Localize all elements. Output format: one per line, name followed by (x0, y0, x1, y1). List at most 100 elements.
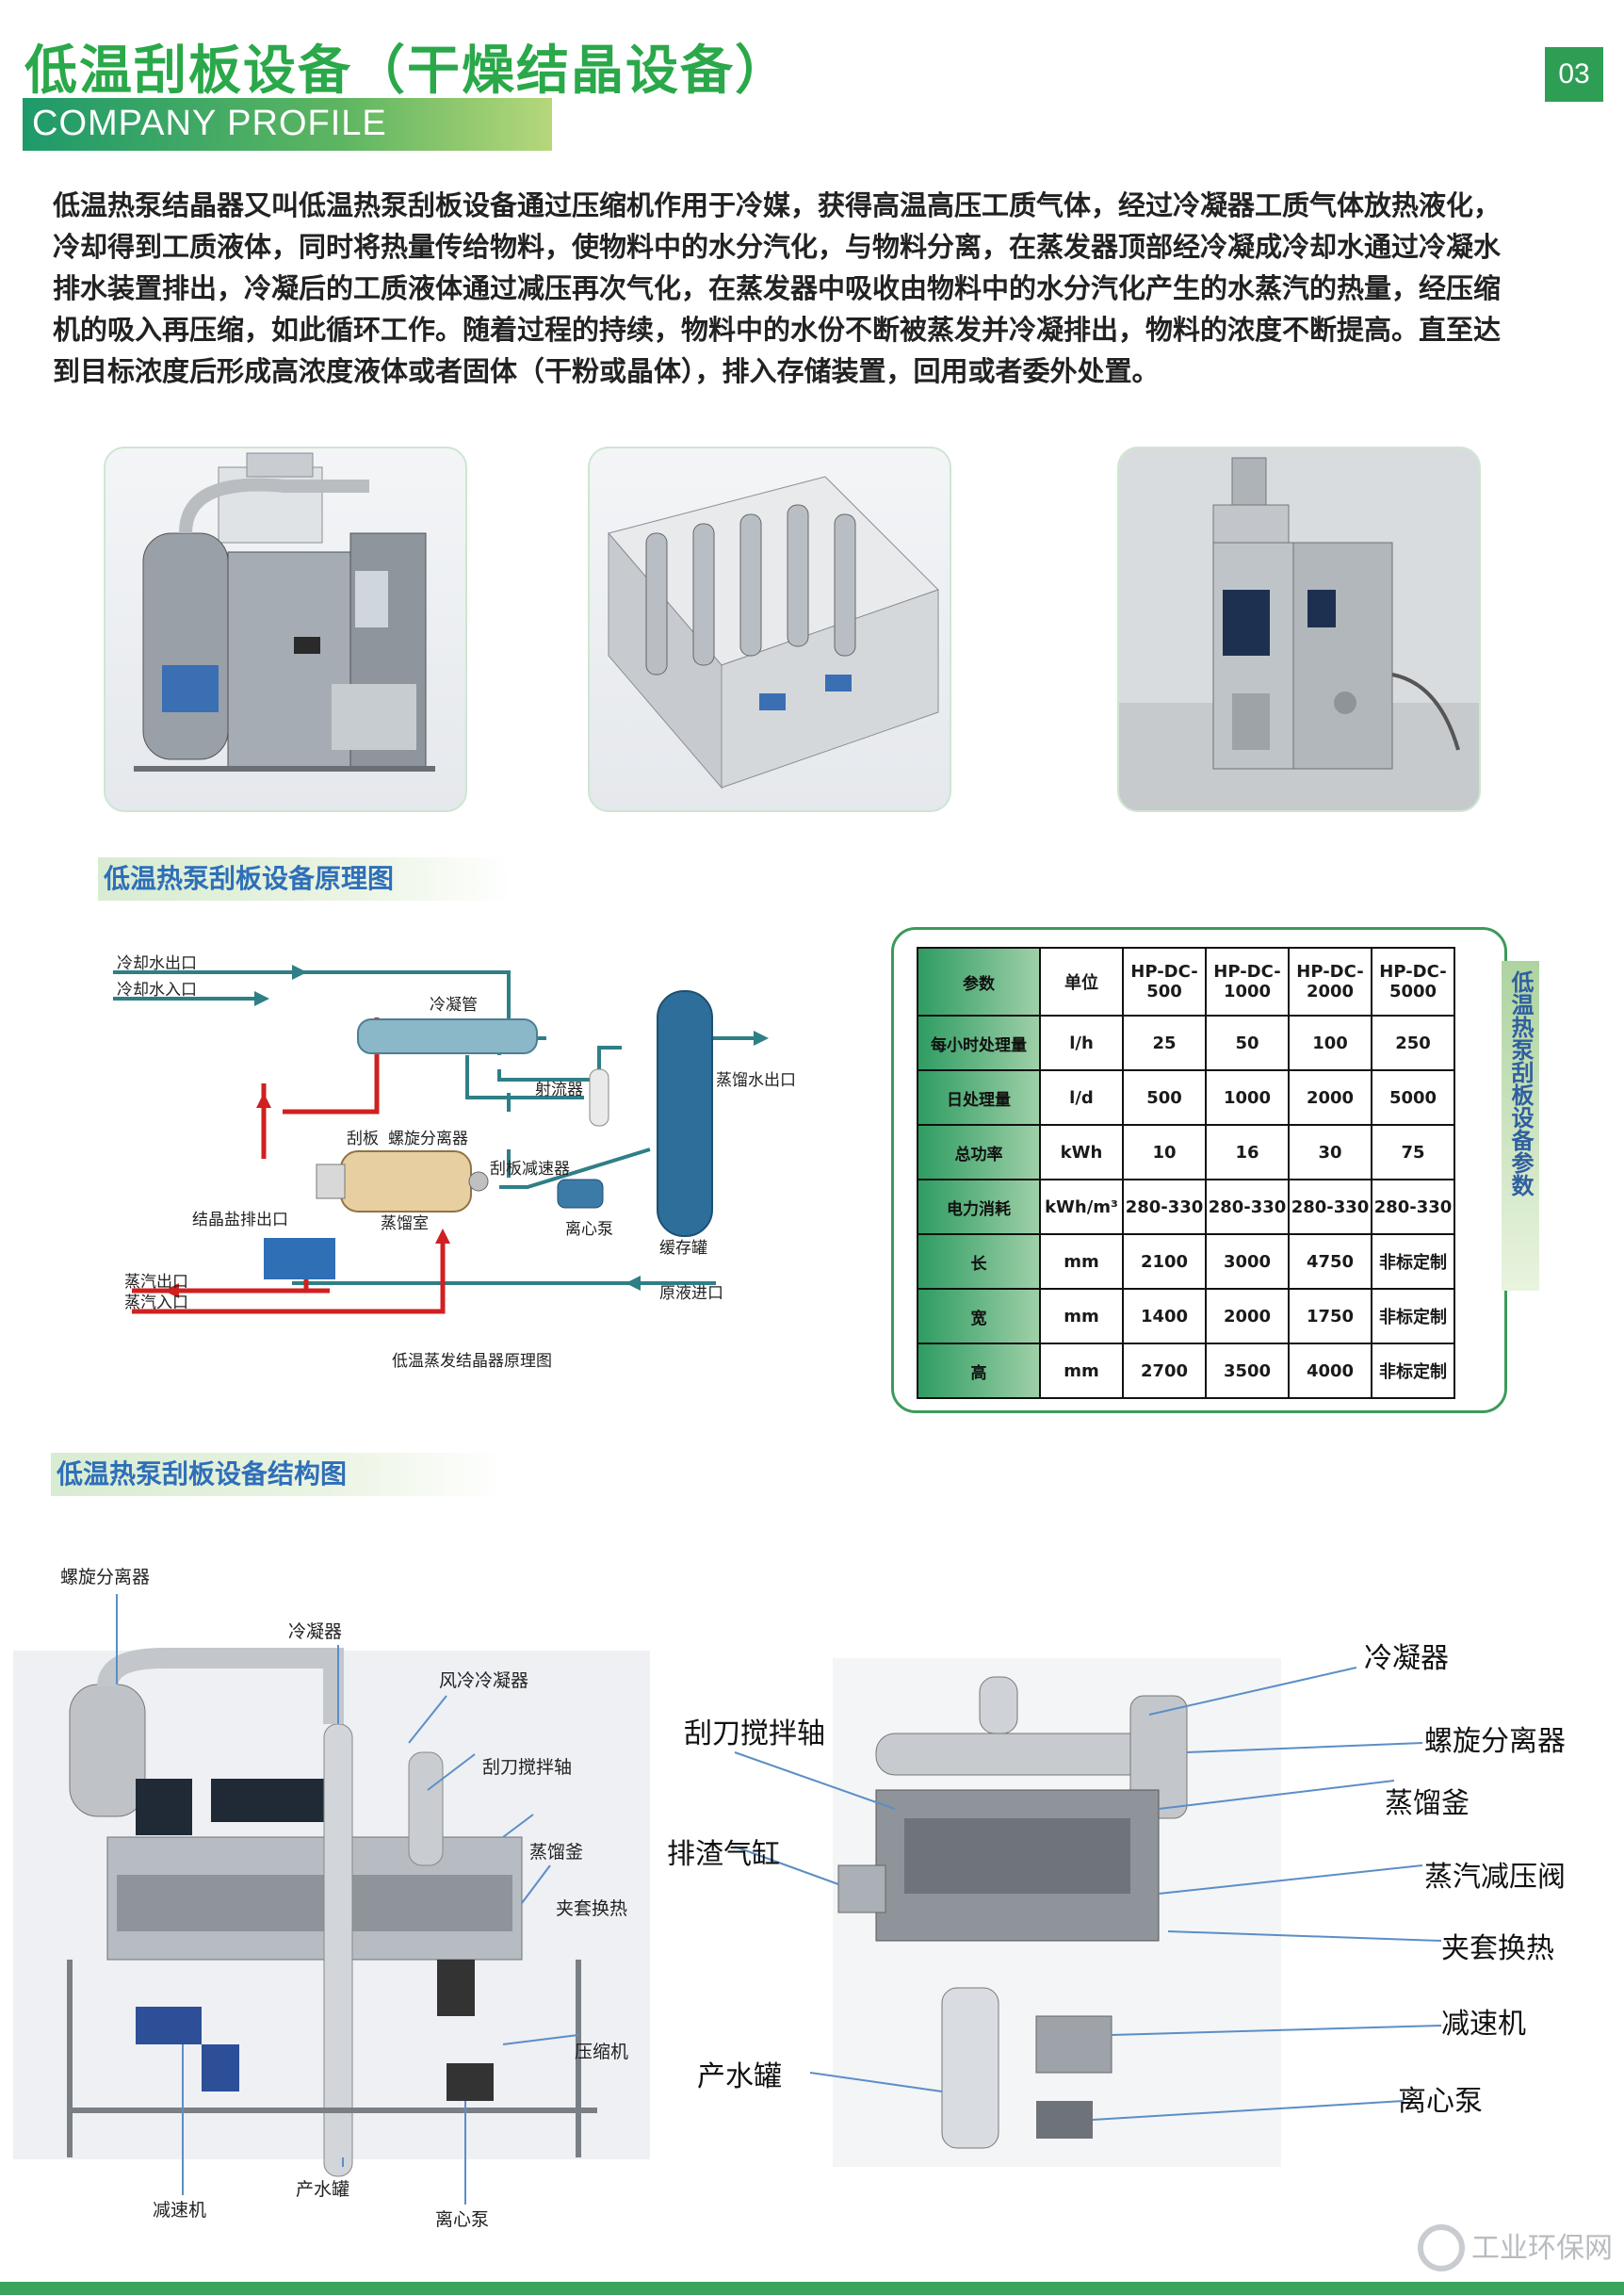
spec-param-cell: 高 (917, 1343, 1041, 1399)
watermark-logo: 工业环保网 (1418, 2224, 1613, 2271)
spec-cell: l/d (1039, 1069, 1124, 1126)
right-label-scraper-shaft: 刮刀搅拌轴 (684, 1717, 825, 1750)
product-photo-1 (104, 447, 467, 812)
left-label-condenser: 冷凝器 (288, 1621, 342, 1642)
spec-cell: 2100 (1122, 1233, 1207, 1290)
spec-cell: mm (1039, 1233, 1124, 1290)
spec-cell: 500 (1122, 1069, 1207, 1126)
section-title-structure: 低温热泵刮板设备结构图 (51, 1453, 503, 1496)
label-pump: 离心泵 (565, 1220, 613, 1239)
spec-cell: 非标定制 (1371, 1233, 1455, 1290)
spec-cell: 1000 (1205, 1069, 1290, 1126)
flow-arrow (292, 965, 307, 980)
spec-cell: 25 (1122, 1015, 1207, 1071)
flow-arrow (625, 1276, 641, 1291)
principle-caption: 低温蒸发结晶器原理图 (392, 1352, 552, 1371)
left-label-jacket: 夹套换热 (556, 1898, 627, 1919)
label-steam-in: 蒸汽入口 (124, 1294, 188, 1312)
spec-cell: HP-DC-5000 (1371, 947, 1455, 1017)
spec-side-tab (1502, 961, 1539, 1291)
label-scraper: 刮板 (347, 1130, 379, 1148)
reducer (136, 2007, 202, 2044)
spec-cell: HP-DC-2000 (1288, 947, 1372, 1017)
centrifugal-pump (447, 2063, 494, 2101)
right-label-pump: 离心泵 (1398, 2085, 1483, 2118)
spec-cell: 4000 (1288, 1343, 1372, 1399)
bottom-bar (0, 2282, 1624, 2295)
left-label-still: 蒸馏釜 (529, 1842, 583, 1863)
spec-cell: l/h (1039, 1015, 1124, 1071)
spec-cell: 50 (1205, 1015, 1290, 1071)
label-reducer: 刮板减速器 (490, 1160, 570, 1179)
product-photo-3 (1117, 447, 1481, 812)
spec-param-cell: 每小时处理量 (917, 1015, 1041, 1071)
spec-cell: 280-330 (1205, 1179, 1290, 1235)
spec-side-title: 低温热泵刮板设备参数 (1507, 970, 1534, 1196)
spec-cell: 280-330 (1371, 1179, 1455, 1235)
page-number: 03 (1545, 47, 1603, 102)
spec-param-cell: 总功率 (917, 1124, 1041, 1180)
right-condenser (875, 1733, 1150, 1776)
right-label-steam-valve: 蒸汽减压阀 (1424, 1861, 1566, 1894)
spec-cell: 3500 (1205, 1343, 1290, 1399)
spec-cell: 2000 (1205, 1288, 1290, 1344)
right-reducer (1035, 2015, 1112, 2074)
flow-arrow (254, 991, 269, 1006)
label-ejector: 射流器 (535, 1081, 583, 1099)
principle-diagram: 冷却水出口 冷却水入口 冷凝管 射流器 蒸馏水出口 刮板 螺旋分离器 刮板减速器… (113, 954, 796, 1371)
spec-param-cell: 长 (917, 1233, 1041, 1290)
flow-arrow (256, 1093, 271, 1108)
right-label-slag-cylinder: 排渣气缸 (667, 1838, 780, 1871)
spec-param-cell: 日处理量 (917, 1069, 1041, 1126)
cyclone-separator (69, 1684, 146, 1817)
spec-param-cell: 参数 (917, 947, 1041, 1017)
label-chamber: 蒸馏室 (381, 1214, 429, 1233)
product-photo-2 (588, 447, 951, 812)
left-label-water-tank: 产水罐 (296, 2179, 349, 2200)
label-cooling-out: 冷却水出口 (117, 954, 197, 973)
condenser-tube (357, 1018, 538, 1054)
label-cooling-in: 冷却水入口 (117, 981, 197, 1000)
salt-tank (264, 1238, 335, 1279)
spec-param-cell: 宽 (917, 1288, 1041, 1344)
label-steam-out: 蒸汽出口 (124, 1273, 188, 1292)
flow-arrow (435, 1229, 450, 1244)
watermark-text: 工业环保网 (1471, 2232, 1613, 2265)
intro-paragraph: 低温热泵结晶器又叫低温热泵刮板设备通过压缩机作用于冷媒，获得高温高压工质气体，经… (53, 189, 1502, 387)
flow-arrow (164, 1283, 179, 1298)
spec-cell: 100 (1288, 1015, 1372, 1071)
spec-cell: kWh/m³ (1039, 1179, 1124, 1235)
spec-cell: 250 (1371, 1015, 1455, 1071)
spec-cell: mm (1039, 1343, 1124, 1399)
right-label-reducer: 减速机 (1441, 2008, 1526, 2041)
spec-cell: 75 (1371, 1124, 1455, 1180)
spec-cell: mm (1039, 1288, 1124, 1344)
left-label-pump: 离心泵 (435, 2209, 489, 2230)
buffer-tank (657, 990, 713, 1237)
spec-param-cell: 电力消耗 (917, 1179, 1041, 1235)
pump (557, 1179, 604, 1209)
subtitle-bar (23, 98, 552, 151)
label-salt-out: 结晶盐排出口 (192, 1211, 288, 1229)
structure-diagram-left: 螺旋分离器 冷凝器 风冷冷凝器 刮刀搅拌轴 蒸馏釜 夹套换热 压缩机 减速机 产… (13, 1567, 650, 2230)
left-label-compressor: 压缩机 (575, 2042, 628, 2062)
spec-cell: HP-DC-1000 (1205, 947, 1290, 1017)
left-label-scraper-shaft: 刮刀搅拌轴 (482, 1757, 572, 1778)
equipment-illustration-2 (608, 476, 939, 789)
spec-cell: 单位 (1039, 947, 1124, 1017)
ejector (589, 1068, 609, 1127)
spec-cell: kWh (1039, 1124, 1124, 1180)
flow-arrow (754, 1031, 769, 1046)
spec-cell: 5000 (1371, 1069, 1455, 1126)
spec-cell: 1400 (1122, 1288, 1207, 1344)
left-label-cyclone: 螺旋分离器 (60, 1567, 150, 1587)
spec-cell: 2700 (1122, 1343, 1207, 1399)
label-condenser-tube: 冷凝管 (430, 996, 478, 1015)
